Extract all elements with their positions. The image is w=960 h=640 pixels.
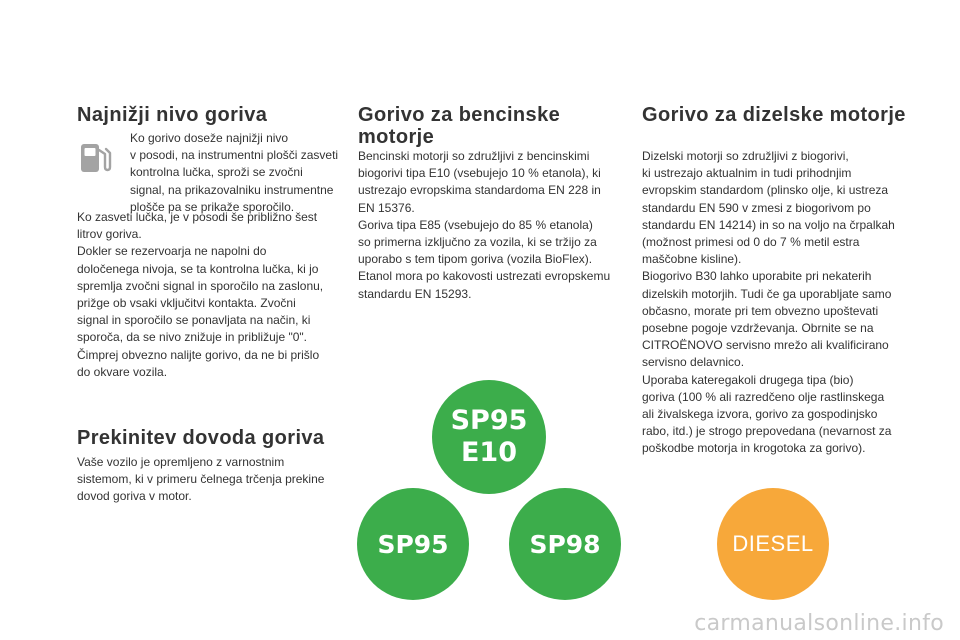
low-fuel-body-text: Ko zasveti lučka, je v posodi še približ… — [77, 210, 324, 379]
fuel-cutoff-heading: Prekinitev dovoda goriva — [77, 427, 325, 449]
fuel-pump-icon — [81, 144, 112, 172]
fuel-cutoff-text: Vaše vozilo je opremljeno z varnostnim s… — [77, 455, 325, 504]
low-fuel-intro-text: Ko gorivo doseže najnižji nivo v posodi,… — [130, 131, 339, 214]
watermark: carmanualsonline.info — [694, 611, 944, 636]
sp95-badge: SP95 — [357, 488, 469, 600]
diesel-heading: Gorivo za dizelske motorje — [642, 104, 906, 126]
petrol-heading: Gorivo za bencinske motorje — [358, 104, 561, 148]
diesel-text: Dizelski motorji so združljivi z biogori… — [642, 149, 895, 456]
low-fuel-heading: Najnižji nivo goriva — [77, 104, 268, 126]
sp95-e10-badge: SP95 E10 — [432, 380, 546, 494]
sp98-badge: SP98 — [509, 488, 621, 600]
diesel-badge: DIESEL — [717, 488, 829, 600]
petrol-text: Bencinski motorji so združljivi z bencin… — [358, 149, 611, 301]
